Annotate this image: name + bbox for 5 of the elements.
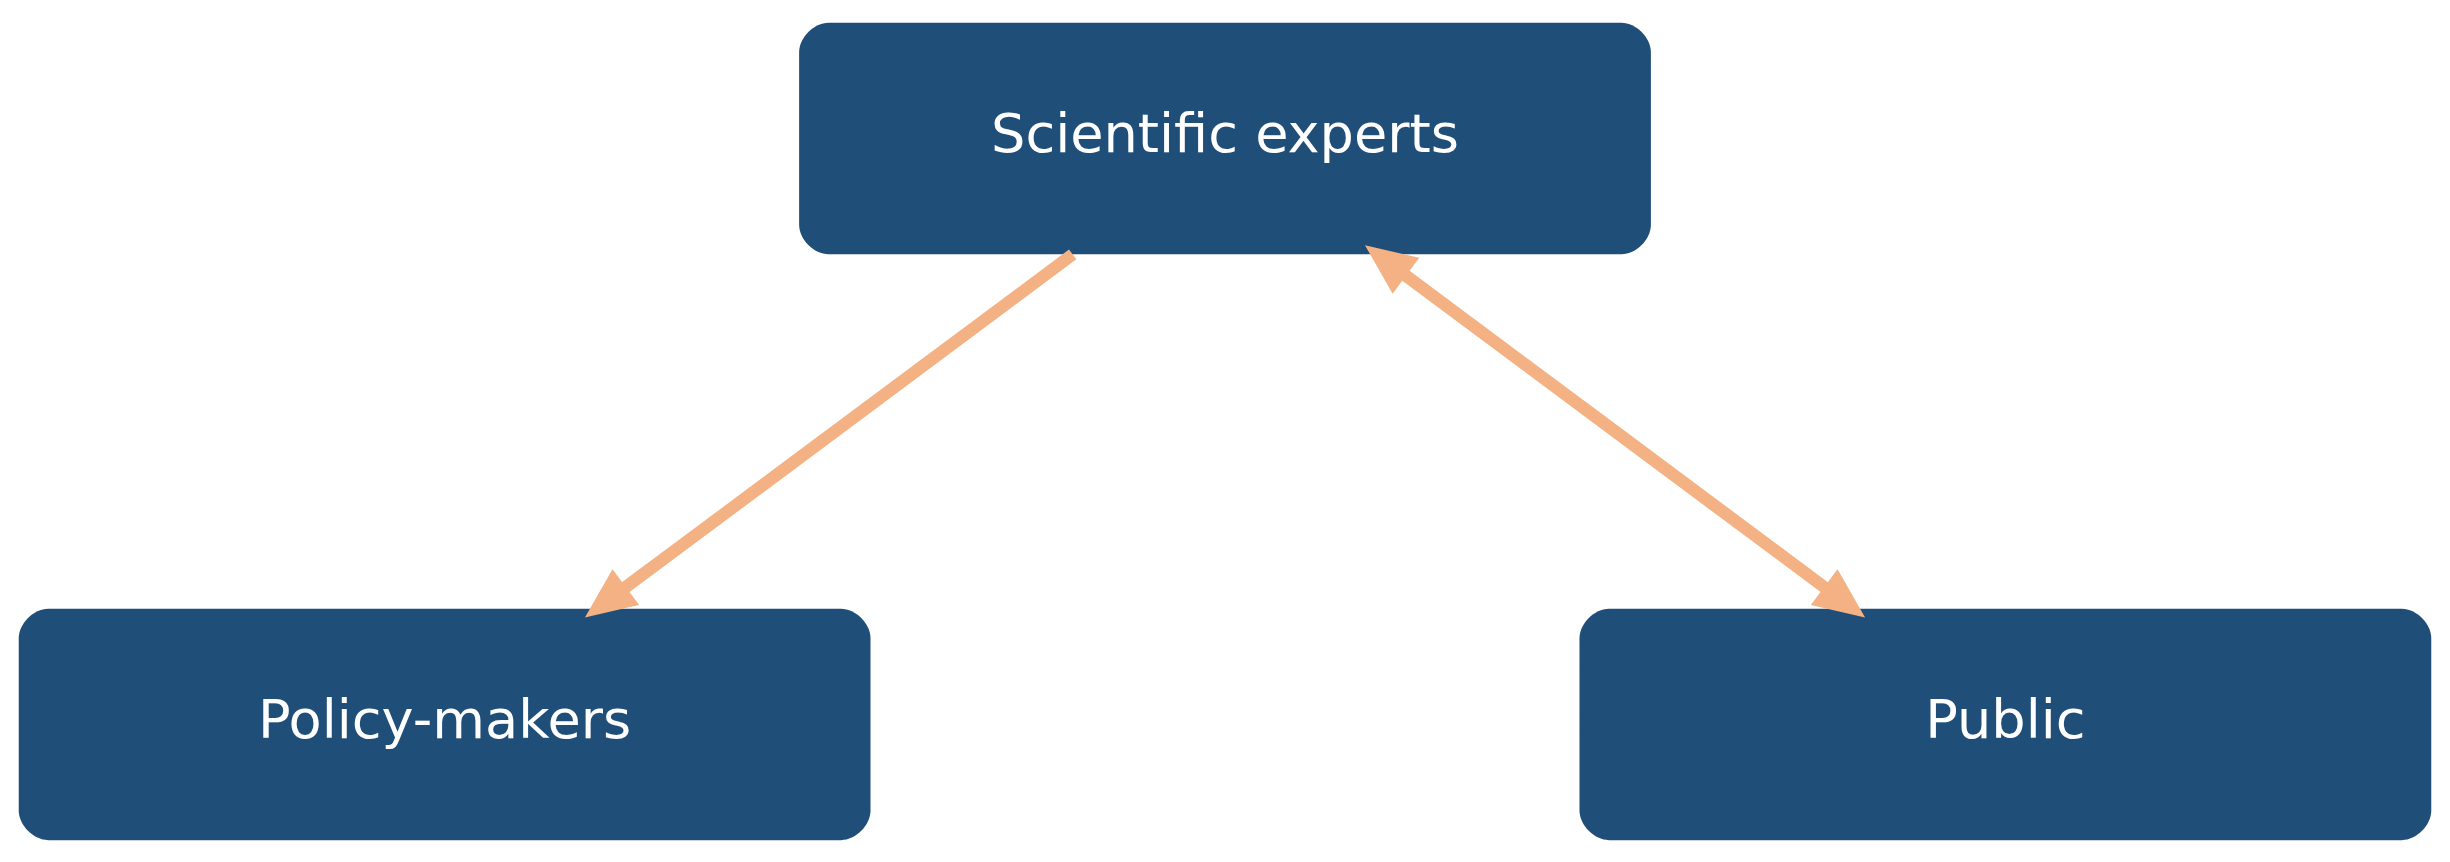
arrow bbox=[584, 248, 1077, 618]
node-box: Policy-makers bbox=[18, 608, 871, 840]
node-box: Public bbox=[1579, 608, 2432, 840]
node-box: Scientific experts bbox=[799, 22, 1651, 254]
arrow bbox=[1365, 244, 1866, 618]
